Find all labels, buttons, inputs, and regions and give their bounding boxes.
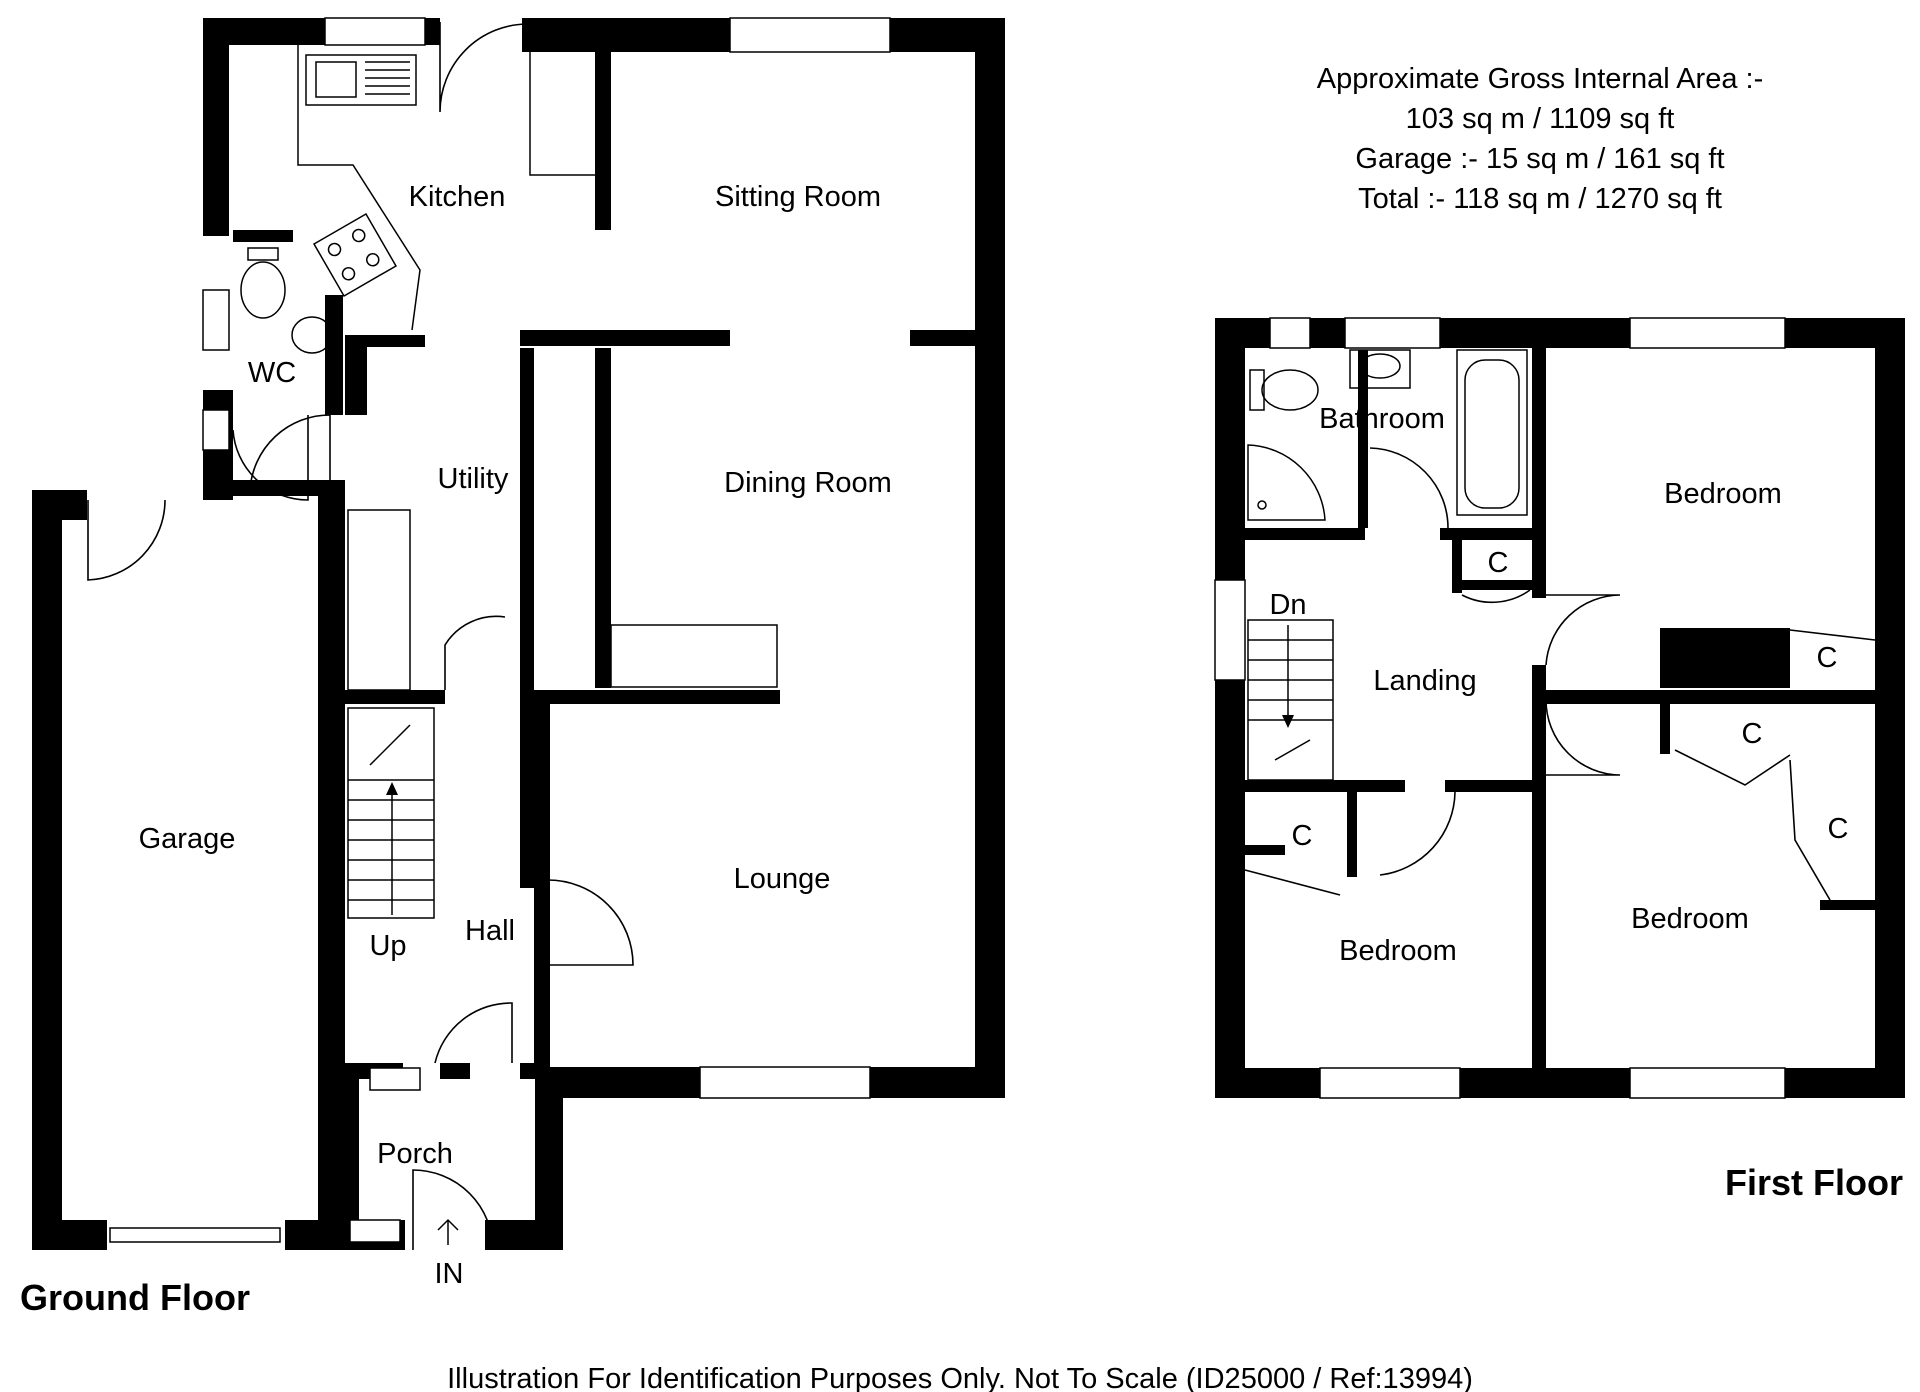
footer-disclaimer: Illustration For Identification Purposes… bbox=[447, 1363, 1473, 1392]
room-label-utility: Utility bbox=[438, 463, 509, 495]
area-header-line4: Total :- 118 sq m / 1270 sq ft bbox=[1358, 183, 1722, 215]
area-header-line2: 103 sq m / 1109 sq ft bbox=[1406, 103, 1675, 135]
ground-floor-title: Ground Floor bbox=[20, 1277, 250, 1318]
first-floor-windows bbox=[1214, 317, 1786, 1099]
first-floor-title: First Floor bbox=[1725, 1162, 1903, 1203]
cupboard-label-bedroom-top-right: C bbox=[1817, 642, 1838, 674]
cupboard-label-bedroom-bottom-right-1: C bbox=[1742, 718, 1763, 750]
room-label-kitchen: Kitchen bbox=[409, 181, 506, 213]
cupboard-label-bathroom: C bbox=[1488, 547, 1509, 579]
ground-floor-windows bbox=[109, 17, 891, 1243]
first-floor-fixtures bbox=[1247, 349, 1528, 781]
room-label-wc: WC bbox=[248, 357, 296, 389]
room-label-hall: Hall bbox=[465, 915, 515, 947]
cupboard-label-bedroom-bottom-right-2: C bbox=[1828, 813, 1849, 845]
stairs-down-label: Dn bbox=[1269, 589, 1306, 621]
ground-floor-fixtures bbox=[240, 45, 778, 1245]
room-label-porch: Porch bbox=[377, 1138, 453, 1170]
room-label-landing: Landing bbox=[1373, 665, 1476, 697]
stairs-up-label: Up bbox=[369, 930, 406, 962]
room-label-garage: Garage bbox=[139, 823, 236, 855]
first-floor-walls bbox=[1215, 318, 1905, 1098]
entrance-label: IN bbox=[435, 1258, 464, 1290]
area-header-line3: Garage :- 15 sq m / 161 sq ft bbox=[1355, 143, 1724, 175]
room-label-sitting-room: Sitting Room bbox=[715, 181, 881, 213]
room-label-bedroom-bottom-right: Bedroom bbox=[1631, 903, 1749, 935]
room-label-lounge: Lounge bbox=[734, 863, 831, 895]
ground-floor-doors bbox=[87, 22, 634, 1251]
room-label-bedroom-bottom-left: Bedroom bbox=[1339, 935, 1457, 967]
first-floor-doors bbox=[1244, 447, 1876, 901]
area-header-line1: Approximate Gross Internal Area :- bbox=[1317, 63, 1763, 95]
room-label-bathroom: Bathroom bbox=[1319, 403, 1445, 435]
cupboard-label-bedroom-bottom-left: C bbox=[1292, 820, 1313, 852]
room-label-bedroom-top-right: Bedroom bbox=[1664, 478, 1782, 510]
room-label-dining-room: Dining Room bbox=[724, 467, 892, 499]
